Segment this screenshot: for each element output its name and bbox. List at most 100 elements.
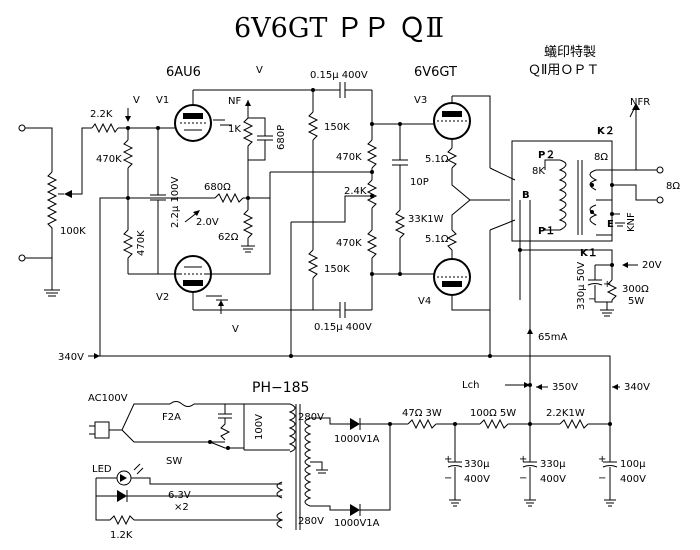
power-transformer-label: PH−185 — [252, 380, 309, 396]
c1-voltage-label: 400V — [464, 474, 490, 485]
r-470k-b-label: 470K — [136, 230, 147, 256]
out-8-label: 8Ω — [666, 181, 680, 192]
svg-text:+: + — [519, 454, 527, 465]
v-340-right-label: 340V — [624, 382, 650, 393]
driver-tube-type: 6AU6 — [166, 65, 201, 80]
opt-maker: 蟻印特製 — [544, 44, 596, 60]
r-62-label: 62Ω — [218, 232, 239, 243]
knf-label: KNF — [626, 212, 637, 232]
sec-280-b-label: 280V — [298, 516, 324, 527]
r-150k-b-label: 150K — [324, 264, 350, 275]
filter-chain: 47Ω 3W 100Ω 5W 2.2K1W + − 330μ 400V + − 33… — [402, 382, 646, 507]
power-transformer: 280V 280V — [276, 403, 350, 530]
c1-value-label: 330μ — [464, 459, 490, 470]
diode-a-label: 1000V1A — [334, 434, 380, 445]
svg-text:−: − — [444, 473, 452, 484]
opt-k2: K２ — [597, 125, 615, 137]
r-1k-label: 1K — [228, 124, 241, 135]
sw-label: SW — [166, 456, 182, 467]
junction-dots — [126, 88, 614, 426]
lch-label: Lch — [462, 380, 479, 391]
v1-label: V1 — [156, 95, 169, 106]
c-015-bottom-label: 0.15μ 400V — [314, 322, 372, 333]
tube-v3: 5.1Ω — [425, 95, 491, 169]
r-47-label: 47Ω 3W — [402, 408, 442, 419]
nf-label: NF — [228, 96, 241, 107]
r-150k-a-label: 150K — [324, 122, 350, 133]
diagram-title: 6V6GT ＰＰ ＱⅡ — [234, 13, 444, 44]
svg-text:+: + — [444, 454, 452, 465]
fuse-label: F2A — [162, 412, 181, 423]
c3-voltage-label: 400V — [620, 474, 646, 485]
v-top-label: V — [133, 95, 140, 106]
svg-text:−: − — [598, 473, 606, 484]
b-plus-rail: 65mA 340V Lch 350V 340V — [58, 197, 650, 430]
diode-b-label: 1000V1A — [334, 518, 380, 529]
svg-text:−: − — [588, 294, 596, 305]
led-label: LED — [92, 464, 112, 475]
v2-label: V2 — [156, 292, 169, 303]
output-tube-type: 6V6GT — [414, 65, 457, 80]
c3-value-label: 100μ — [620, 459, 646, 470]
driver-bias-network: 470K 470K 2.2μ 100V 680Ω 2.0V 62Ω V V — [96, 65, 270, 335]
c-2u2-label: 2.2μ 100V — [170, 176, 181, 228]
r-2k2-label: 2.2K — [90, 109, 113, 120]
output-transformer: P２ 8K B P１ K２ K１ E 8Ω 8Ω NFR KNF — [511, 97, 680, 259]
v-20-label: 20V — [642, 260, 662, 271]
rectifiers: 1000V1A 1000V1A — [334, 418, 408, 529]
r-33k-label: 33K1W — [408, 214, 444, 225]
v-340-left-label: 340V — [58, 352, 84, 363]
r-51-b-label: 5.1Ω — [425, 234, 449, 245]
opt-p1: P１ — [538, 225, 555, 237]
opt-k1: K１ — [580, 247, 598, 259]
r-470k-c-label: 470K — [336, 152, 362, 163]
r-1k2-label: 1.2K — [110, 530, 133, 541]
tube-v4: 5.1Ω — [425, 229, 491, 311]
r-300-w-label: 5W — [628, 296, 644, 307]
v-350-label: 350V — [552, 382, 578, 393]
nf-network: NF 1K 680P — [213, 96, 287, 198]
opt-e: E — [607, 219, 614, 230]
c-10p-label: 10P — [410, 177, 429, 188]
opt-b: B — [522, 190, 530, 201]
nfr-label: NFR — [630, 97, 650, 108]
i-65-label: 65mA — [538, 332, 567, 343]
opt-p2: P２ — [538, 149, 555, 161]
heater-x2-label: ×2 — [174, 502, 189, 513]
tube-v2 — [174, 255, 212, 310]
r-680-label: 680Ω — [204, 182, 231, 193]
output-crossover — [451, 167, 516, 231]
svg-text:−: − — [519, 473, 527, 484]
heater-label: 6.3V — [168, 490, 191, 501]
svg-text:+: + — [603, 279, 611, 290]
v4-label: V4 — [418, 296, 431, 307]
heater-circuit: LED 6.3V ×2 1.2K — [92, 463, 282, 541]
svg-text:+: + — [598, 454, 606, 465]
tube-v1 — [174, 90, 212, 142]
c2-value-label: 330μ — [540, 459, 566, 470]
r-2k4-label: 2.4K — [344, 186, 367, 197]
c-015-top-label: 0.15μ 400V — [310, 70, 368, 81]
c2-voltage-label: 400V — [540, 474, 566, 485]
opt-imp-primary: 8K — [532, 166, 545, 177]
r-300-label: 300Ω — [622, 284, 649, 295]
ac-label: AC100V — [88, 393, 128, 404]
r-470k-d-label: 470K — [336, 238, 362, 249]
c-330-50-label: 330μ 50V — [576, 262, 587, 310]
r-470k-a-label: 470K — [96, 154, 122, 165]
r-51-a-label: 5.1Ω — [425, 154, 449, 165]
v3-label: V3 — [414, 95, 427, 106]
v100-label: 100V — [254, 414, 265, 440]
opt-imp-secondary: 8Ω — [594, 152, 608, 163]
r-2k2-1w-label: 2.2K1W — [546, 408, 585, 419]
v-bottom-label: V — [232, 324, 239, 335]
volume-value: 100K — [60, 226, 86, 237]
v-mid-label: V — [256, 65, 263, 76]
v-2-label: 2.0V — [196, 217, 219, 228]
opt-name: ＱⅡ用ＯＰＴ — [528, 63, 599, 78]
ac-input: AC100V F2A 100V SW — [88, 393, 290, 467]
r-100-label: 100Ω 5W — [470, 408, 516, 419]
c-680p-label: 680P — [276, 125, 287, 150]
coupling-network: 0.15μ 400V 150K 150K 0.15μ 400V 470K 2.4… — [193, 70, 444, 352]
